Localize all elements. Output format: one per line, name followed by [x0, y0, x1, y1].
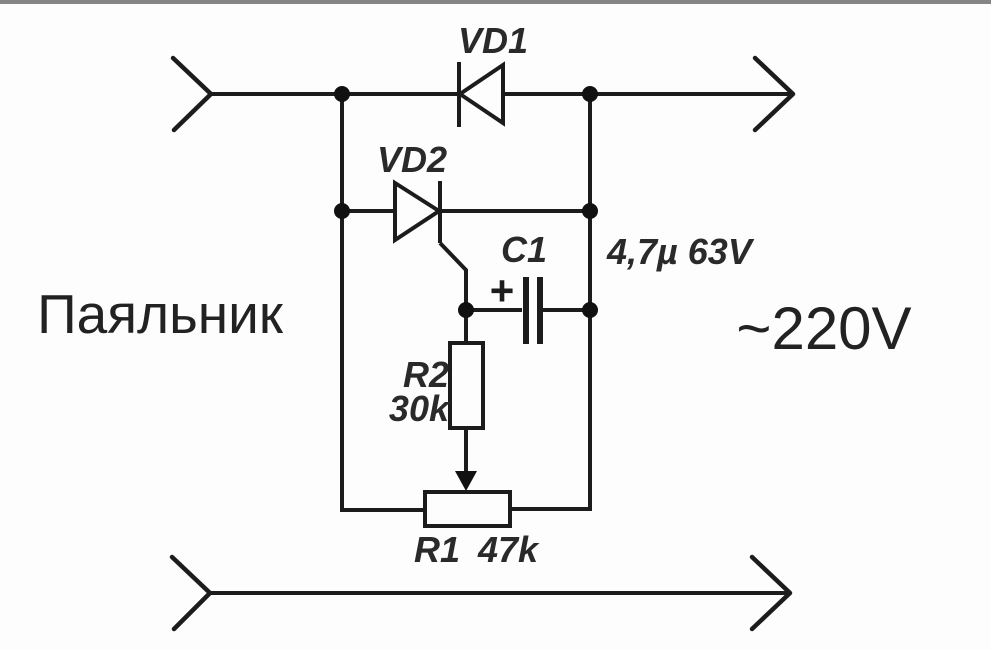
junction-dot — [582, 86, 598, 102]
vd1-triangle — [456, 61, 505, 127]
vd2-triangle — [393, 179, 443, 244]
junction-dot — [458, 302, 474, 318]
vd1-diode — [456, 61, 505, 127]
r2-body — [448, 341, 485, 430]
junction-dot — [334, 203, 350, 219]
junction-dot — [582, 302, 598, 318]
right-branch-wire — [510, 94, 592, 511]
r1-body — [423, 490, 512, 528]
vd2-gate-wire — [438, 241, 468, 310]
load-label: Паяльник — [37, 283, 284, 345]
top-left-chevron-icon — [170, 55, 214, 133]
wiper-arrow-icon — [455, 471, 477, 491]
mains-voltage-label: ~220V — [736, 295, 911, 362]
top-edge-artifact — [0, 0, 991, 4]
r2-label: R2 — [403, 354, 449, 395]
bottom-rail — [169, 554, 793, 632]
c1-value: 4,7µ 63V — [606, 231, 755, 272]
vd1-label: VD1 — [458, 20, 528, 61]
c1-label: C1 — [501, 229, 547, 270]
bottom-left-chevron-icon — [169, 554, 213, 632]
bottom-right-arrow-icon — [749, 554, 793, 632]
r2-value: 30k — [389, 388, 451, 429]
c1-capacitor — [466, 277, 590, 344]
top-right-arrow-icon — [752, 55, 796, 133]
c1-polarity-plus: + — [490, 267, 515, 314]
vd2-thyristor — [393, 179, 468, 310]
r1-label: R1 — [414, 529, 460, 570]
r1-value: 47k — [477, 529, 540, 570]
junction-dots — [334, 86, 598, 318]
left-branch-wire — [340, 94, 425, 512]
vd2-label: VD2 — [377, 139, 447, 180]
junction-dot — [582, 203, 598, 219]
junction-dot — [334, 86, 350, 102]
r2-resistor — [448, 310, 485, 491]
